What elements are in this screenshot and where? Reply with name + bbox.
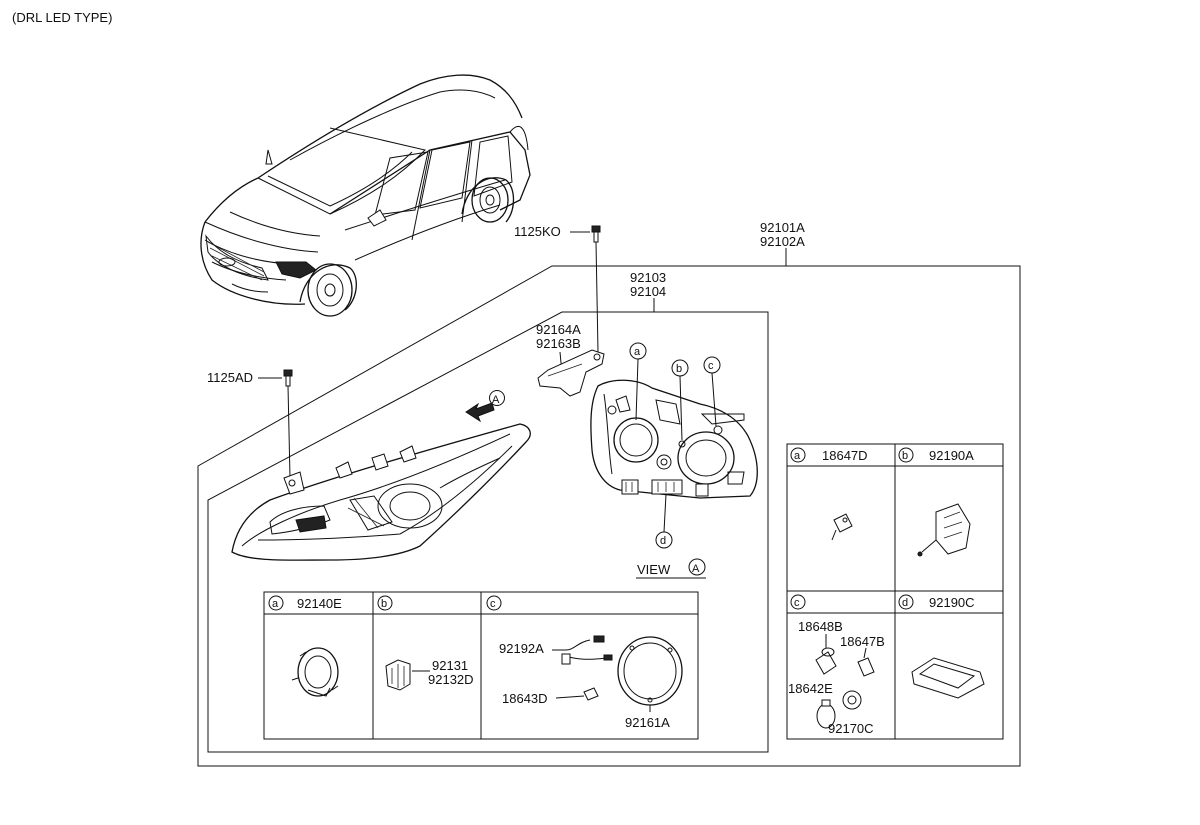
wedge-bulb-icon — [555, 687, 599, 701]
right-table-a-part: 18647D — [822, 448, 868, 463]
right-table-c-part-3: 18642E — [788, 681, 833, 696]
right-table-c-part-1: 18648B — [798, 619, 843, 634]
sub-assembly-part-2: 92104 — [630, 284, 666, 299]
bolt-label-top: 1125KO — [514, 224, 561, 239]
bracket-part-1: 92164A — [536, 322, 581, 337]
mounting-bracket-icon — [537, 349, 605, 397]
callout-c: c — [703, 356, 721, 427]
inner-parts-table: a 92140E b 92131 92132D c 92192A 18643 — [263, 591, 699, 740]
bolt-top-icon — [591, 225, 601, 243]
inner-table-c-part-1: 92192A — [499, 641, 544, 656]
bolt-side-icon — [283, 369, 293, 387]
callout-d: d — [655, 493, 673, 549]
leveling-actuator-icon — [917, 503, 971, 557]
halogen-bulb-icon — [815, 634, 837, 675]
wiring-harness-icon — [552, 635, 613, 665]
right-table-a-letter: a — [794, 450, 801, 462]
view-arrow-marker: A — [492, 394, 500, 406]
headlamp-rear-view — [590, 379, 758, 499]
position-bulb-icon — [857, 647, 875, 677]
clip-connector-icon — [385, 659, 411, 691]
callout-a: a — [629, 342, 647, 421]
view-label-marker: A — [692, 563, 700, 575]
callout-b: b — [671, 359, 689, 441]
right-table-c-part-4: 92170C — [828, 721, 874, 736]
inner-table-c-part-2: 18643D — [502, 691, 548, 706]
assembly-part-1: 92101A — [760, 220, 805, 235]
inner-table-c-part-3: 92161A — [625, 715, 670, 730]
svg-text:d: d — [660, 535, 666, 547]
bulb-socket-cap-icon — [291, 647, 339, 697]
hid-ballast-icon — [911, 657, 985, 699]
inner-table-a-letter: a — [272, 598, 279, 610]
headlamp-assembly — [231, 423, 531, 561]
turn-signal-bulb-icon — [816, 699, 836, 729]
right-table-c-letter: c — [794, 597, 800, 609]
svg-text:c: c — [708, 360, 714, 372]
bracket-part-2: 92163B — [536, 336, 581, 351]
sub-assembly-part-1: 92103 — [630, 270, 666, 285]
view-label: VIEW A — [636, 558, 706, 579]
bolt-label-side: 1125AD — [207, 370, 253, 385]
right-table-b-letter: b — [902, 450, 908, 462]
inner-table-c-letter: c — [490, 598, 496, 610]
sub-assembly-frame — [207, 311, 769, 753]
view-direction-arrow: A — [465, 390, 505, 423]
right-table-d-letter: d — [902, 597, 908, 609]
variant-note: (DRL LED TYPE) — [12, 10, 112, 25]
side-marker-bulb-icon — [831, 513, 853, 541]
car-illustration — [200, 74, 531, 317]
right-table-b-part: 92190A — [929, 448, 974, 463]
inner-table-b-part-2: 92132D — [428, 672, 474, 687]
inner-table-b-letter: b — [381, 598, 387, 610]
view-label-text: VIEW — [637, 562, 671, 577]
inner-table-a-part: 92140E — [297, 596, 342, 611]
right-table-c-part-2: 18647B — [840, 634, 885, 649]
bulb-socket-icon — [842, 690, 862, 710]
right-table-d-part: 92190C — [929, 595, 975, 610]
svg-text:b: b — [676, 363, 682, 375]
right-parts-table: a 18647D b 92190A c 18648B 18647B — [786, 443, 1004, 740]
lamp-ring-icon — [617, 636, 683, 706]
svg-text:a: a — [634, 346, 641, 358]
inner-table-b-part-1: 92131 — [432, 658, 468, 673]
assembly-part-2: 92102A — [760, 234, 805, 249]
